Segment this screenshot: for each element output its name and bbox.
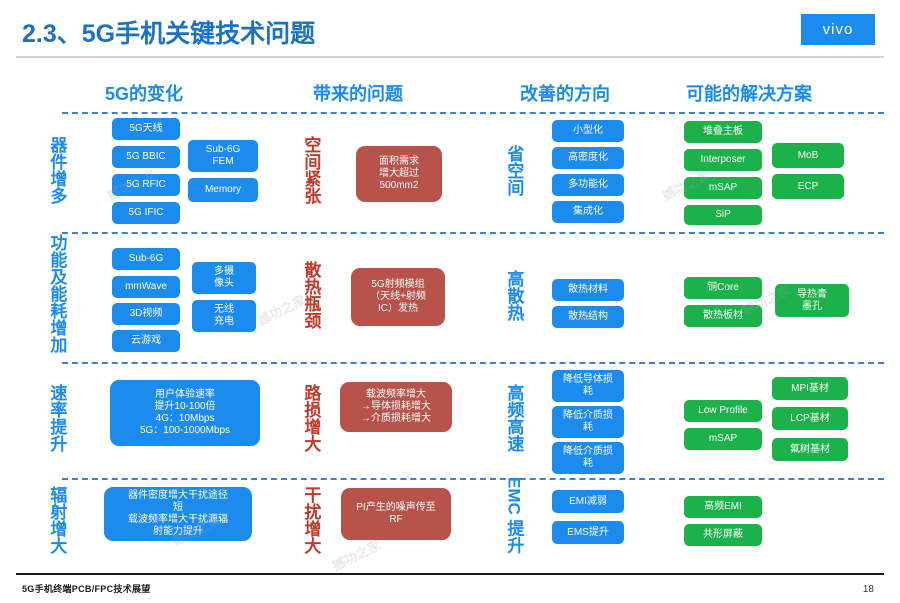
row-1-solution-chip-3[interactable]: mSAP [684, 177, 762, 199]
row-separator-2 [62, 232, 884, 234]
row-3-solution-chip-3[interactable]: MPI基材 [772, 377, 848, 400]
row-3-solution-chip-2[interactable]: mSAP [684, 428, 762, 450]
row-1-direction-chip-3[interactable]: 多功能化 [552, 174, 624, 196]
row-3-direction-chip-2[interactable]: 降低介质损 耗 [552, 406, 624, 438]
footer-text: 5G手机终端PCB/FPC技术展望 [22, 584, 151, 594]
row-4-problem-box[interactable]: PI产生的噪声传至 RF [341, 488, 451, 540]
title-divider [16, 56, 884, 58]
row-1-change-chip-5[interactable]: Sub-6G FEM [188, 140, 258, 172]
row-3-problem-box[interactable]: 载波频率增大 →导体损耗增大 →介质损耗增大 [340, 382, 452, 432]
column-header-3: 改善的方向 [520, 84, 610, 104]
row-4-solution-chip-2[interactable]: 共形屏蔽 [684, 524, 762, 546]
row-2-solution-chip-2[interactable]: 散热板材 [684, 305, 762, 327]
row-1-direction-chip-4[interactable]: 集成化 [552, 201, 624, 223]
row-3-solution-chip-1[interactable]: Low Profile [684, 400, 762, 422]
row-separator-1 [62, 112, 884, 114]
watermark-5: 撼功之家 [329, 537, 384, 574]
row-3-problem-label: 路损增大 [301, 384, 321, 452]
row-separator-4 [62, 478, 884, 480]
row-1-change-label: 器件增多 [47, 136, 67, 204]
page-title: 2.3、5G手机关键技术问题 [22, 20, 316, 48]
row-1-problem-box[interactable]: 面积需求 增大超过 500mm2 [356, 146, 442, 202]
row-1-change-chip-4[interactable]: 5G IFIC [112, 202, 180, 224]
row-1-solution-chip-6[interactable]: ECP [772, 174, 844, 199]
row-1-change-chip-6[interactable]: Memory [188, 178, 258, 202]
row-3-direction-chip-1[interactable]: 降低导体损 耗 [552, 370, 624, 402]
column-header-4: 可能的解决方案 [686, 84, 812, 104]
row-3-direction-chip-3[interactable]: 降低介质损 耗 [552, 442, 624, 474]
row-1-problem-label: 空间紧张 [301, 136, 321, 204]
row-2-change-chip-6[interactable]: 无线 充电 [192, 300, 256, 332]
row-1-change-chip-1[interactable]: 5G天线 [112, 118, 180, 140]
column-header-1: 5G的变化 [105, 84, 184, 104]
row-2-change-label: 功能及能耗增加 [47, 234, 67, 353]
row-2-solution-chip-1[interactable]: 铜Core [684, 277, 762, 299]
row-4-problem-label: 干扰增大 [301, 486, 321, 554]
row-1-change-chip-2[interactable]: 5G BBIC [112, 146, 180, 168]
footer-divider [16, 573, 884, 575]
row-3-direction-label: 高频高速 [504, 384, 524, 452]
row-3-solution-chip-4[interactable]: LCP基材 [772, 407, 848, 430]
watermark-3: 撼功之家 [254, 292, 309, 329]
row-1-change-chip-3[interactable]: 5G RFIC [112, 174, 180, 196]
row-1-solution-chip-5[interactable]: MoB [772, 143, 844, 168]
row-3-solution-chip-5[interactable]: 氟树基材 [772, 438, 848, 461]
row-1-solution-chip-2[interactable]: Interposer [684, 149, 762, 171]
row-2-problem-box[interactable]: 5G射频模组 （天线+射频 IC）发热 [351, 268, 445, 326]
row-3-change-chip-1[interactable]: 用户体验速率 提升10-100倍 4G：10Mbps 5G：100-1000Mb… [110, 380, 260, 446]
row-1-direction-chip-2[interactable]: 高密度化 [552, 147, 624, 169]
column-header-2: 带来的问题 [313, 84, 403, 104]
row-4-direction-chip-2[interactable]: EMS提升 [552, 521, 624, 544]
row-4-change-chip-1[interactable]: 器件密度增大干扰途径 短 载波频率增大干扰源辐 射能力提升 [104, 487, 252, 541]
row-2-change-chip-1[interactable]: Sub-6G [112, 248, 180, 270]
row-2-change-chip-2[interactable]: mmWave [112, 276, 180, 298]
row-4-change-label: 辐射增大 [47, 486, 67, 554]
row-2-change-chip-5[interactable]: 多摄 像头 [192, 262, 256, 294]
row-4-solution-chip-1[interactable]: 高频EMI [684, 496, 762, 518]
row-2-change-chip-4[interactable]: 云游戏 [112, 330, 180, 352]
row-separator-3 [62, 362, 884, 364]
row-3-change-label: 速率提升 [47, 384, 67, 452]
row-1-solution-chip-4[interactable]: SiP [684, 205, 762, 225]
row-2-problem-label: 散热瓶颈 [301, 261, 321, 329]
page-number: 18 [862, 584, 874, 595]
row-2-change-chip-3[interactable]: 3D视频 [112, 303, 180, 325]
row-2-direction-label: 高散热 [504, 270, 524, 321]
row-1-solution-chip-1[interactable]: 堆叠主板 [684, 121, 762, 143]
row-2-direction-chip-1[interactable]: 散热材料 [552, 279, 624, 301]
row-2-direction-chip-2[interactable]: 散热结构 [552, 306, 624, 328]
row-4-direction-chip-1[interactable]: EMI减弱 [552, 490, 624, 513]
row-1-direction-label: 省空间 [504, 145, 524, 196]
row-4-direction-label: EMC 提升 [504, 477, 524, 554]
vivo-logo: vivo [801, 14, 875, 45]
row-2-solution-chip-3[interactable]: 导热膏 墨孔 [775, 284, 849, 317]
row-1-direction-chip-1[interactable]: 小型化 [552, 120, 624, 142]
